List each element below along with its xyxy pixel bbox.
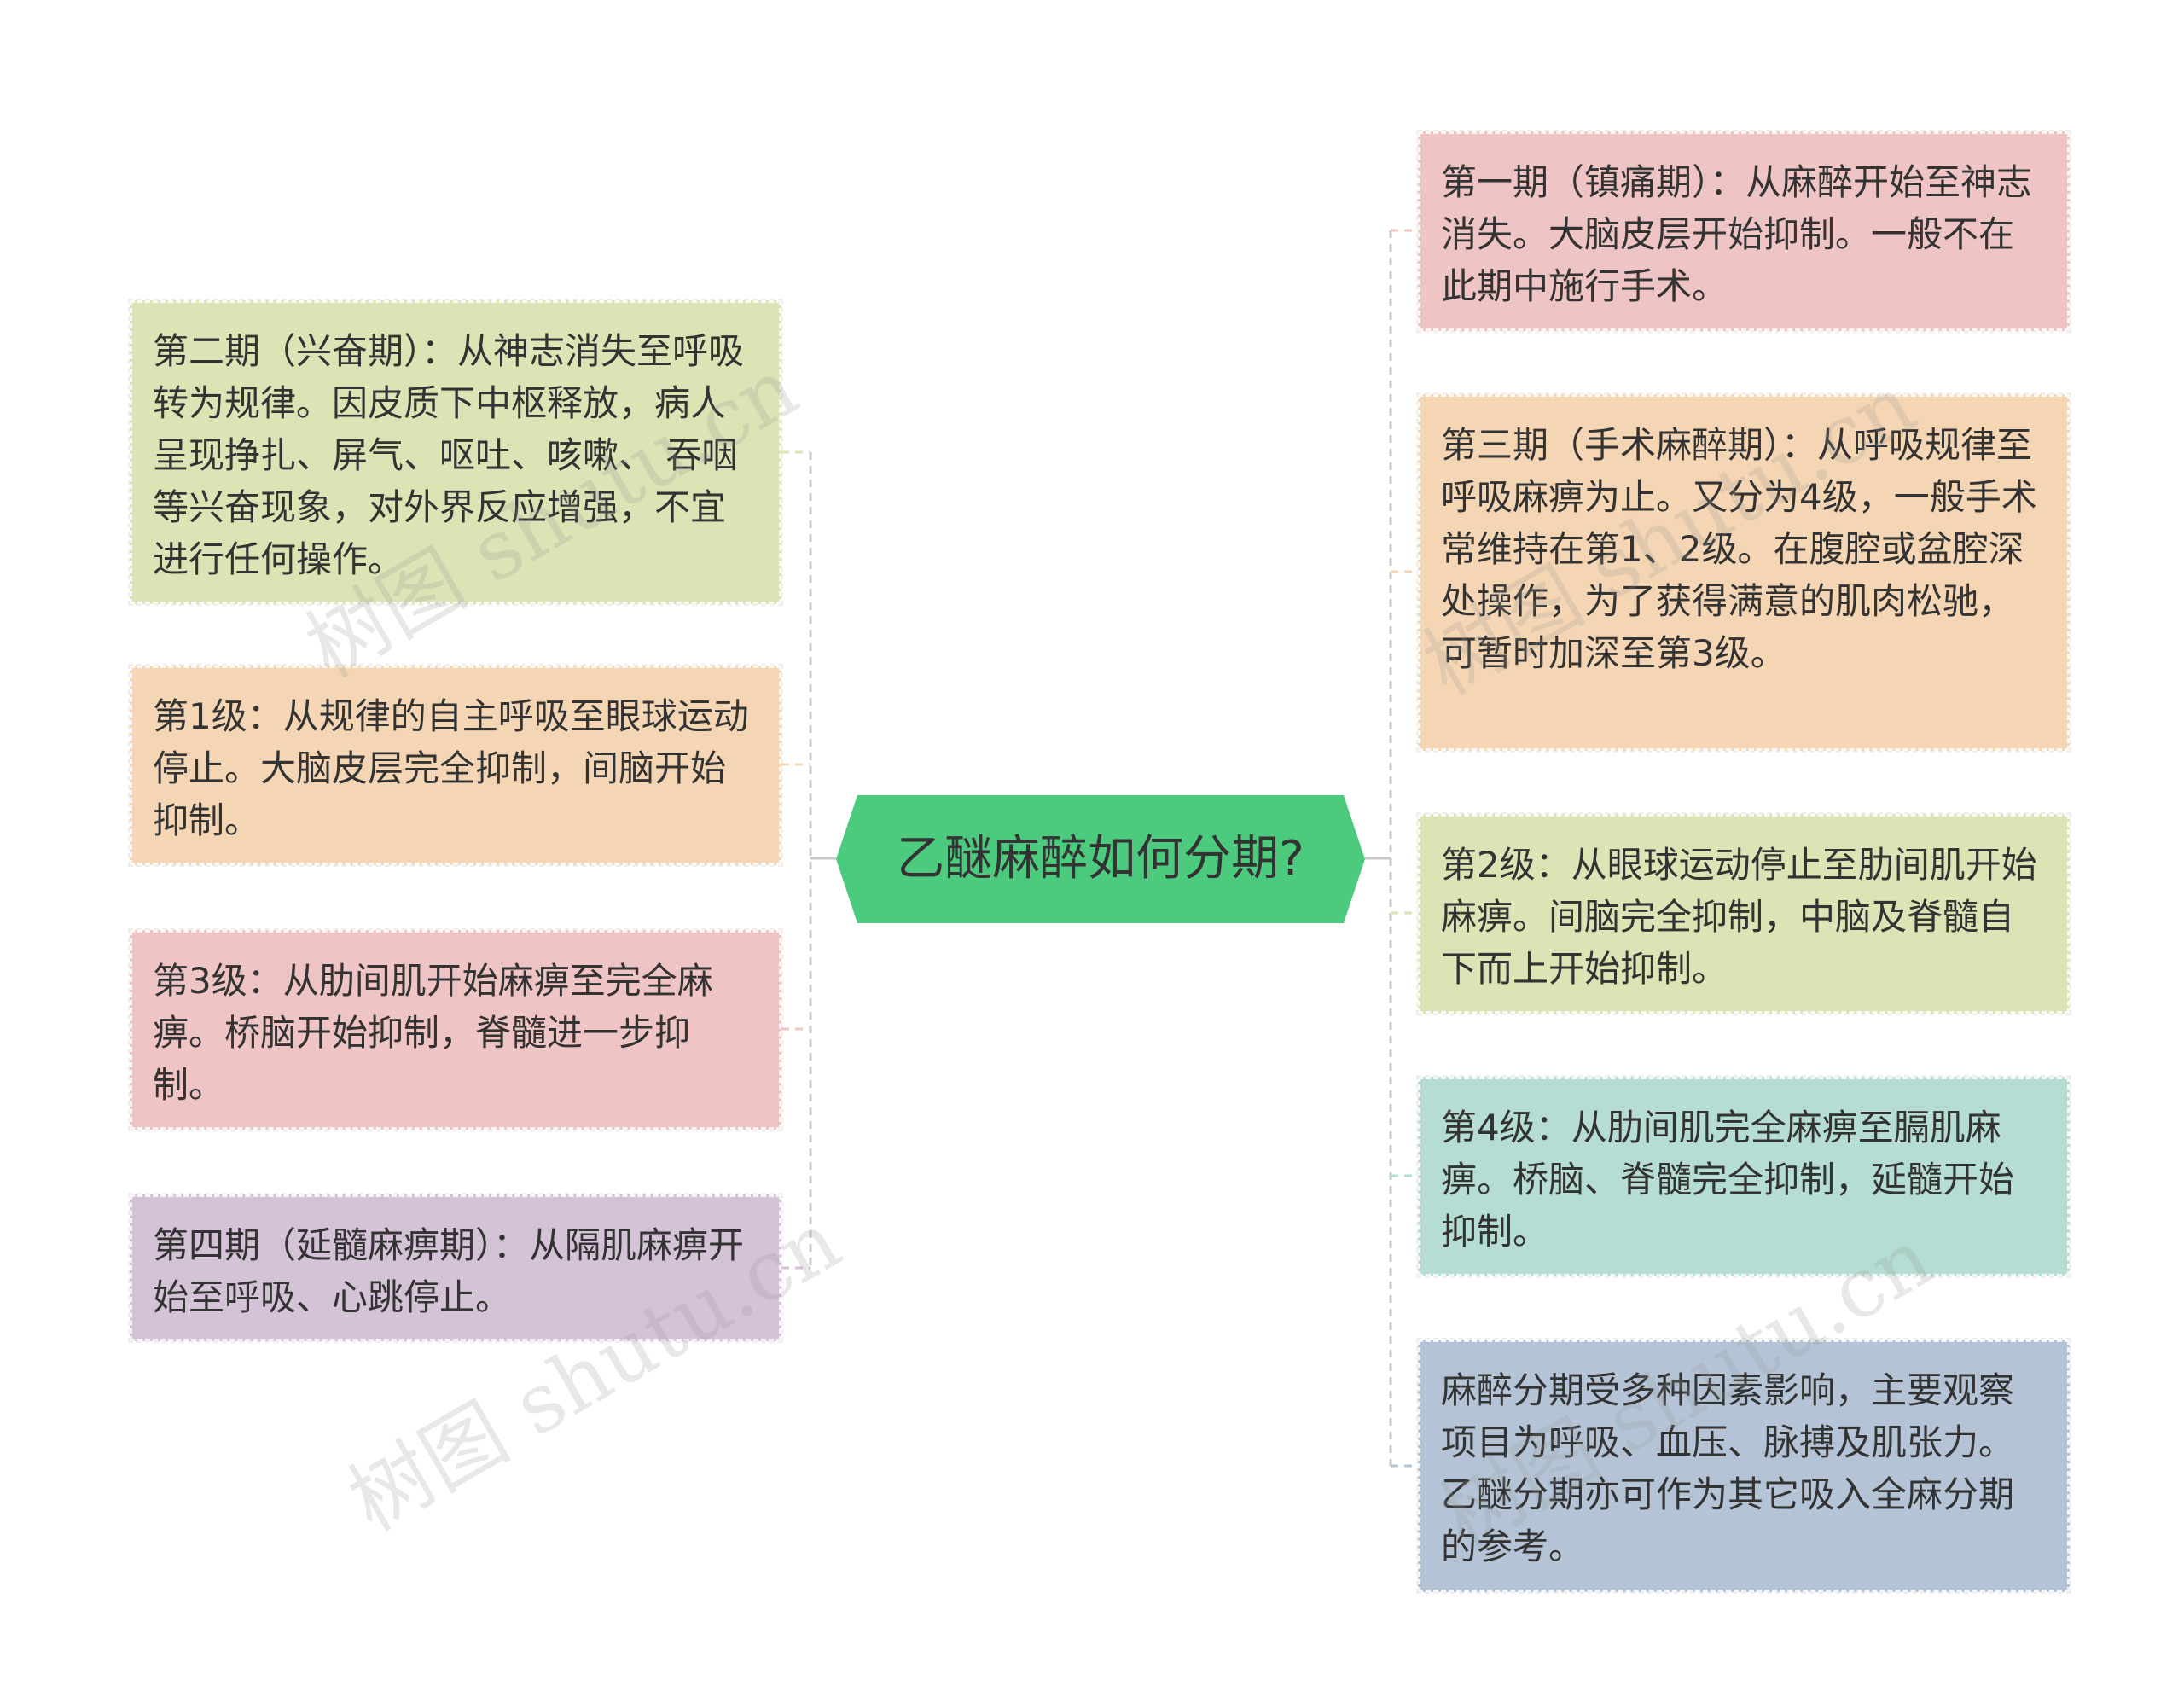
center-topic[interactable]: 乙醚麻醉如何分期? xyxy=(836,795,1365,923)
node-stage-1-analgesia[interactable]: 第一期（镇痛期）：从麻醉开始至神志消失。大脑皮层开始抑制。一般不在此期中施行手术… xyxy=(1416,130,2071,333)
node-stage-3-surgical[interactable]: 第三期（手术麻醉期）：从呼吸规律至呼吸麻痹为止。又分为4级，一般手术常维持在第1… xyxy=(1416,392,2071,753)
node-level-2[interactable]: 第2级：从眼球运动停止至肋间肌开始麻痹。间脑完全抑制，中脑及脊髓自下而上开始抑制… xyxy=(1416,812,2071,1015)
node-staging-note[interactable]: 麻醉分期受多种因素影响，主要观察项目为呼吸、血压、脉搏及肌张力。乙醚分期亦可作为… xyxy=(1416,1338,2071,1594)
node-stage-2-excitement[interactable]: 第二期（兴奋期）：从神志消失至呼吸转为规律。因皮质下中枢释放，病人呈现挣扎、屏气… xyxy=(128,299,783,606)
node-level-4[interactable]: 第4级：从肋间肌完全麻痹至膈肌麻痹。桥脑、脊髓完全抑制，延髓开始抑制。 xyxy=(1416,1075,2071,1278)
node-stage-4-medullary[interactable]: 第四期（延髓麻痹期）：从隔肌麻痹开始至呼吸、心跳停止。 xyxy=(128,1193,783,1343)
center-topic-title: 乙醚麻醉如何分期? xyxy=(897,831,1304,886)
center-topic-shape xyxy=(836,795,1365,923)
node-level-3[interactable]: 第3级：从肋间肌开始麻痹至完全麻痹。桥脑开始抑制，脊髓进一步抑制。 xyxy=(128,928,783,1131)
node-level-1[interactable]: 第1级：从规律的自主呼吸至眼球运动停止。大脑皮层完全抑制，间脑开始抑制。 xyxy=(128,664,783,867)
